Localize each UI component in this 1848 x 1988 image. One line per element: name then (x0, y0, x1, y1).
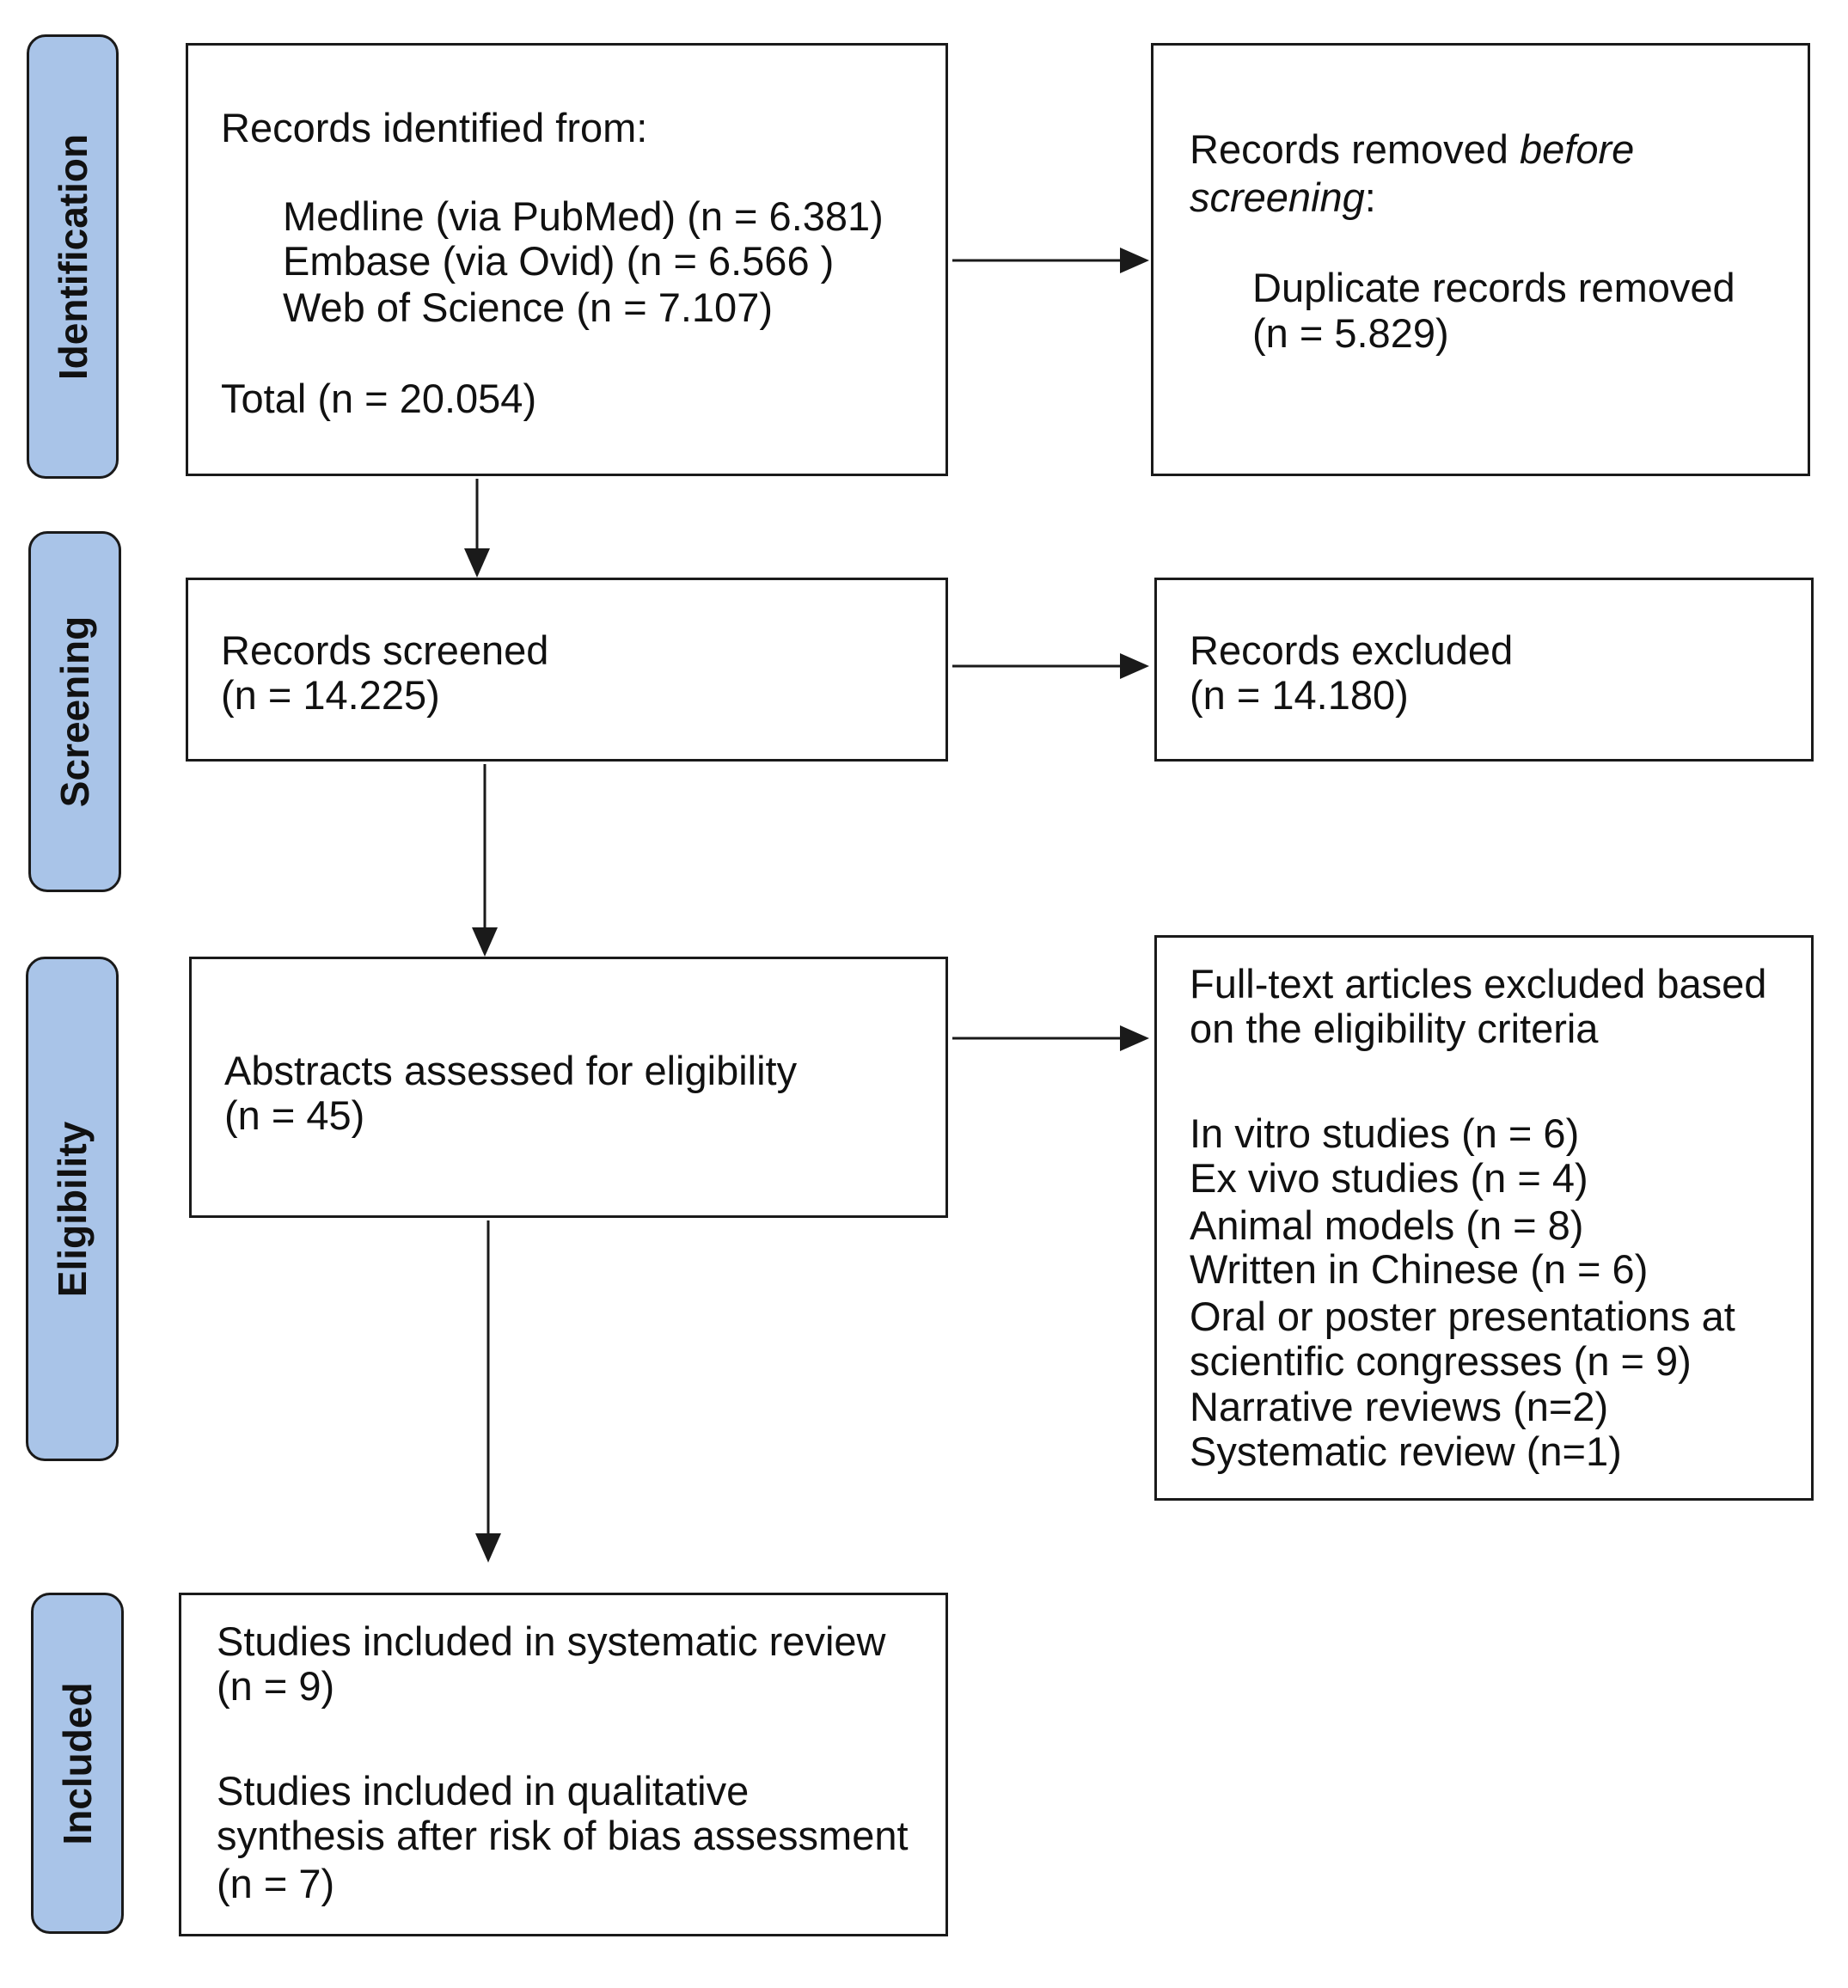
source-medline: Medline (via PubMed) (n = 6.381) (283, 193, 884, 239)
records-removed-heading-text: Records removed (1190, 126, 1520, 172)
source-web-of-science: Web of Science (n = 7.107) (283, 284, 773, 330)
identification-box (186, 43, 948, 476)
arrowhead-right (1120, 1025, 1149, 1051)
included-qualitative-label-line1: Studies included in qualitative (217, 1768, 750, 1814)
exclusion-reason: scientific congresses (n = 9) (1190, 1338, 1692, 1384)
exclusion-reason: Written in Chinese (n = 6) (1190, 1246, 1649, 1292)
duplicates-removed-label: Duplicate records removed (1252, 265, 1735, 310)
exclusion-reason: Oral or poster presentations at (1190, 1294, 1735, 1339)
eligibility-assessed-count: (n = 45) (224, 1092, 365, 1138)
stage-screening: Screening (28, 531, 121, 892)
included-qualitative-label-line2: synthesis after risk of bias assessment (217, 1813, 909, 1858)
records-excluded-count: (n = 14.180) (1190, 672, 1409, 718)
arrowhead-down (475, 1533, 501, 1563)
records-excluded-box (1154, 578, 1814, 762)
studies-included-box (179, 1593, 948, 1936)
included-systematic-review-label: Studies included in systematic review (217, 1618, 886, 1664)
exclusion-reason: Animal models (n = 8) (1190, 1202, 1584, 1248)
arrowhead-down (464, 548, 490, 578)
fulltext-excluded-box (1154, 935, 1814, 1501)
stage-identification: Identification (27, 34, 119, 479)
records-screened-label: Records screened (221, 627, 549, 673)
included-qualitative-count: (n = 7) (217, 1861, 335, 1906)
eligibility-assessed-box (189, 957, 948, 1218)
identification-total: Total (n = 20.054) (221, 376, 537, 421)
records-excluded-label: Records excluded (1190, 627, 1514, 673)
records-removed-heading-colon: : (1364, 174, 1376, 220)
fulltext-excluded-heading-line1: Full-text articles excluded based (1190, 961, 1767, 1006)
arrowhead-right (1120, 653, 1149, 679)
exclusion-reason: Systematic review (n=1) (1190, 1428, 1622, 1474)
records-removed-heading-italic-2: screening (1190, 174, 1365, 220)
records-removed-box (1151, 43, 1810, 476)
eligibility-assessed-label: Abstracts assessed for eligibility (224, 1048, 798, 1093)
exclusion-reason: Ex vivo studies (n = 4) (1190, 1155, 1588, 1201)
identification-heading: Records identified from: (221, 105, 648, 150)
records-screened-box (186, 578, 948, 762)
stage-included: Included (31, 1593, 124, 1934)
exclusion-reason: Narrative reviews (n=2) (1190, 1384, 1609, 1429)
records-screened-count: (n = 14.225) (221, 672, 440, 718)
arrowhead-right (1120, 248, 1149, 273)
duplicates-removed-count: (n = 5.829) (1252, 310, 1449, 356)
arrowhead-down (472, 927, 498, 957)
records-removed-heading-italic: before (1520, 126, 1635, 172)
source-embase: Embase (via Ovid) (n = 6.566 ) (283, 238, 835, 284)
records-removed-heading-line2: screening: (1190, 177, 1376, 217)
included-systematic-review-count: (n = 9) (217, 1663, 335, 1709)
exclusion-reason: In vitro studies (n = 6) (1190, 1110, 1580, 1156)
stage-eligibility: Eligibility (26, 957, 119, 1461)
fulltext-excluded-heading-line2: on the eligibility criteria (1190, 1006, 1599, 1051)
records-removed-heading-line1: Records removed before (1190, 129, 1634, 169)
